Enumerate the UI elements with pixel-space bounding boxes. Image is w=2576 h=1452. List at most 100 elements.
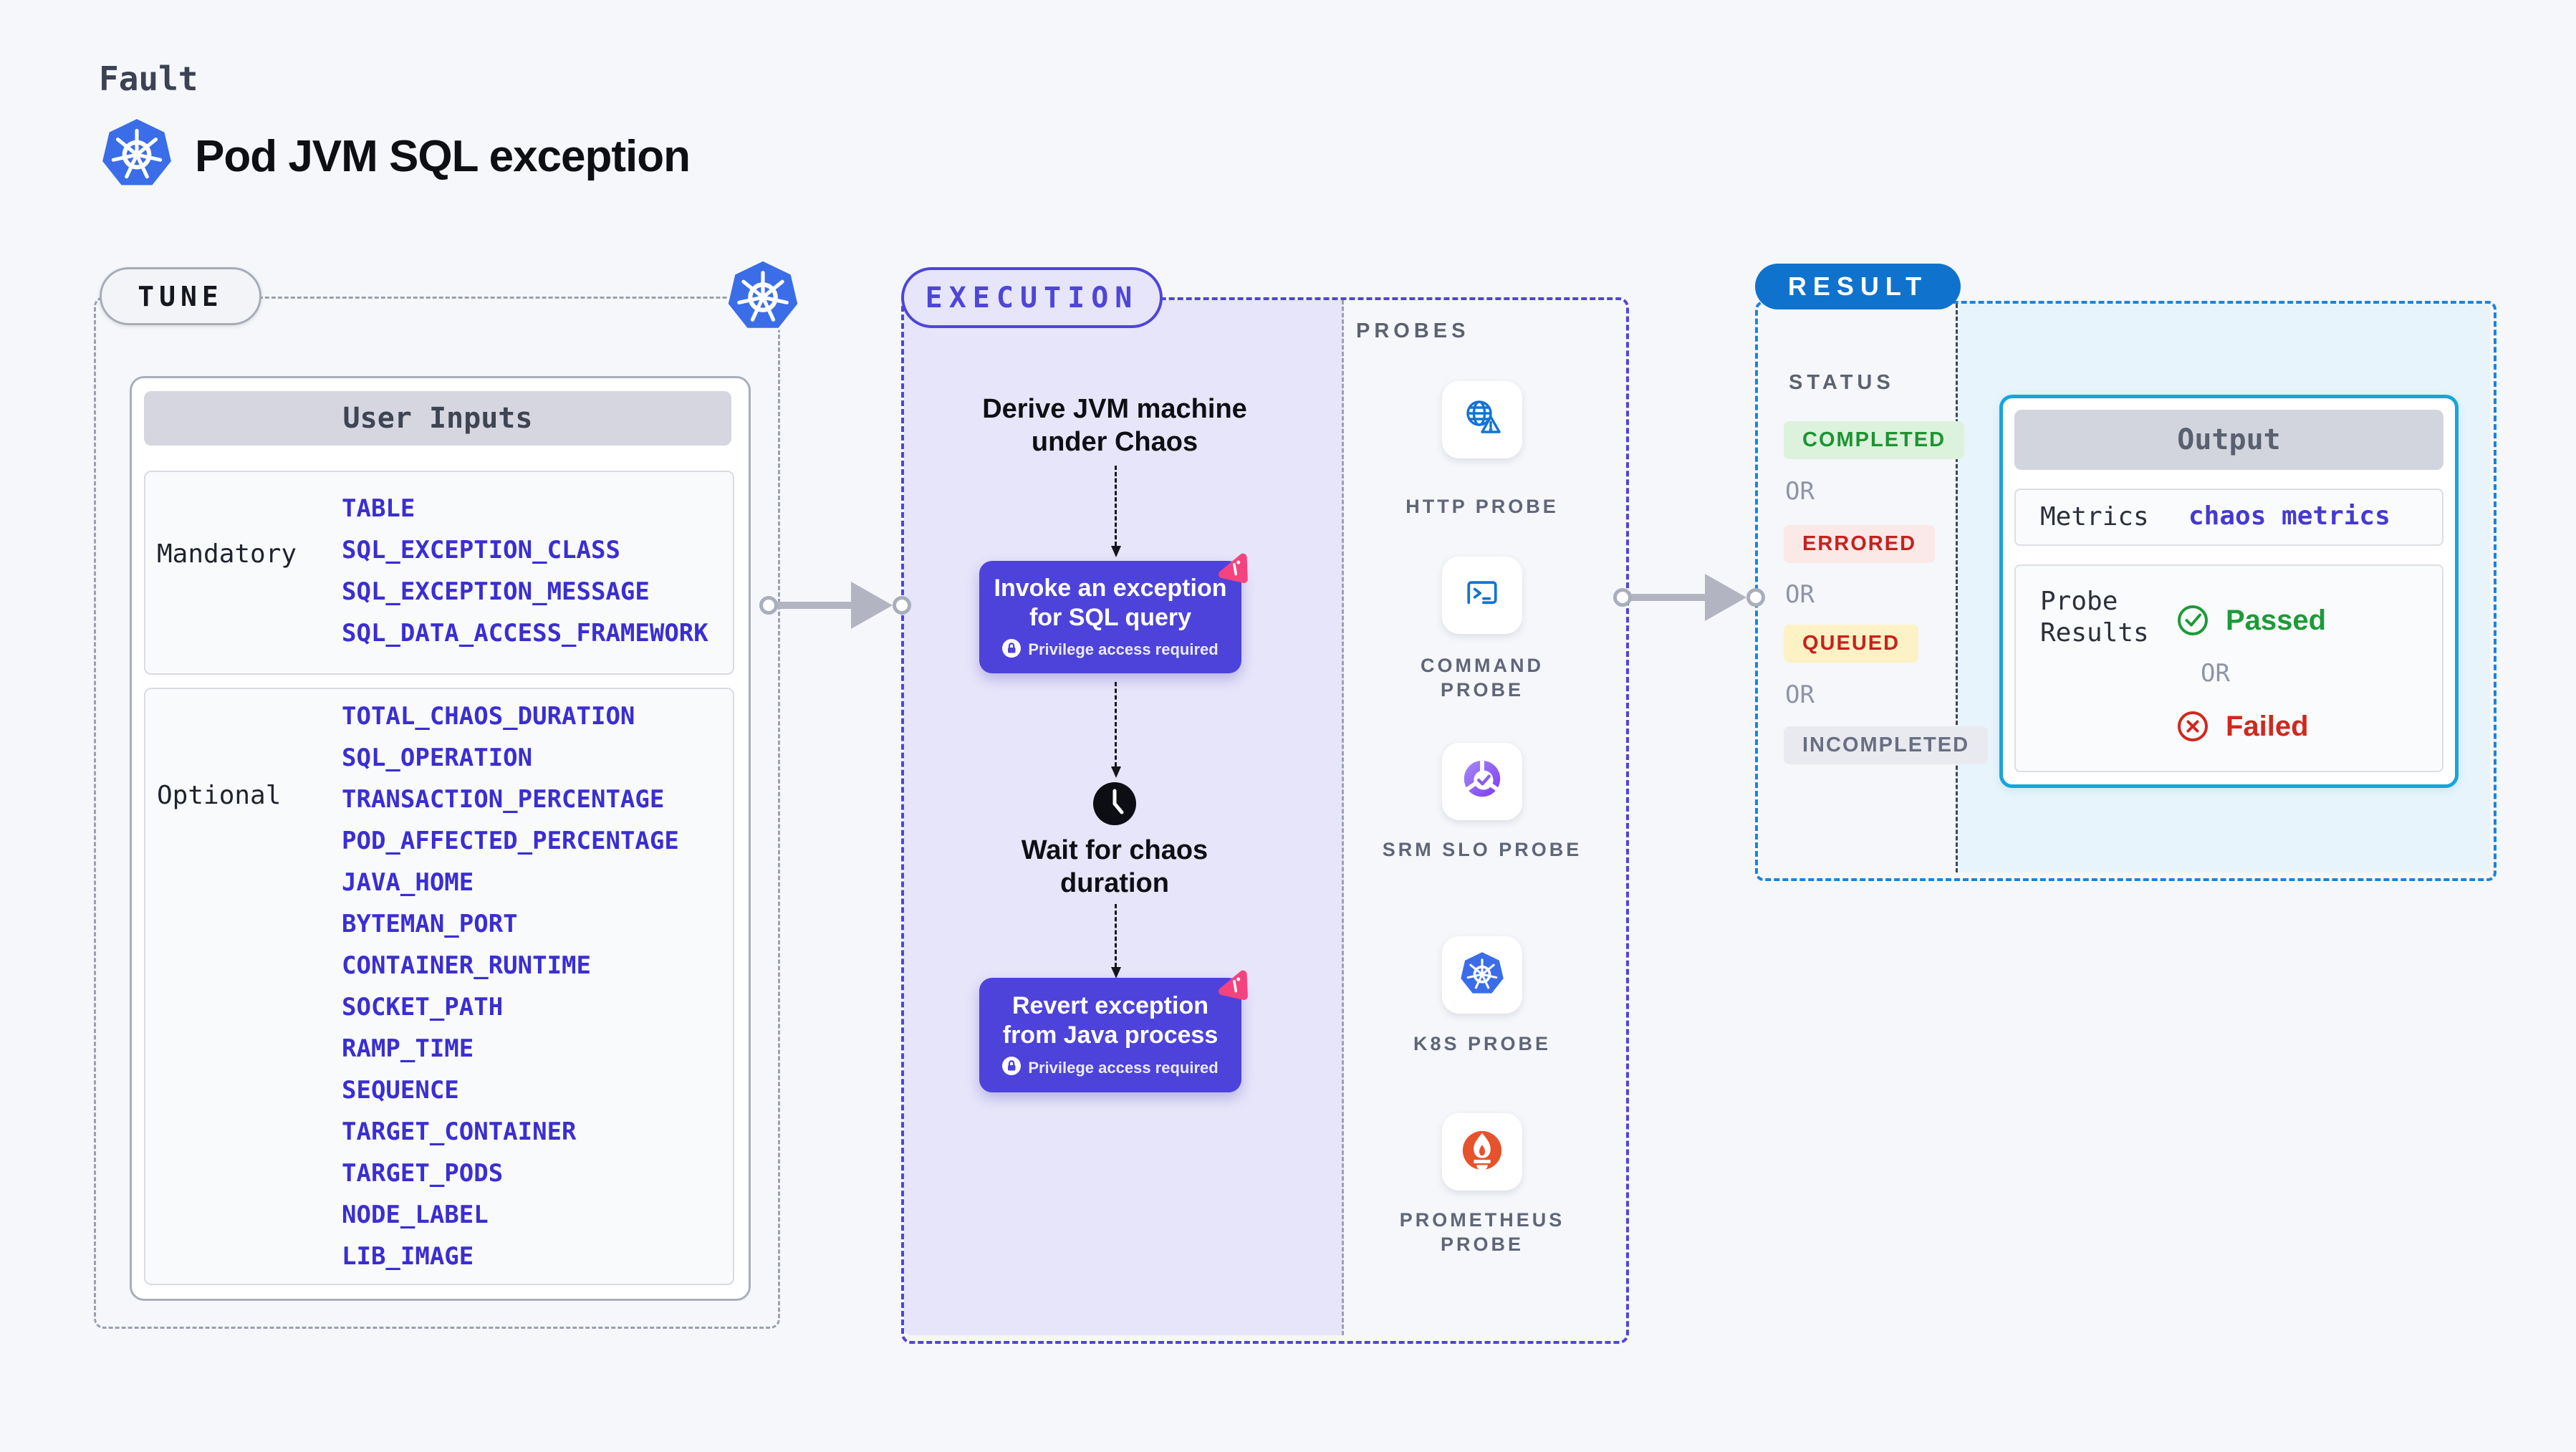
- arrow-head: [1705, 574, 1746, 621]
- flow-arrow-1: [1111, 466, 1121, 557]
- probes-title: PROBES: [1356, 319, 1470, 342]
- probe-label-k8s: K8S PROBE: [1413, 1033, 1552, 1054]
- input-item: CONTAINER_RUNTIME: [342, 951, 591, 980]
- execution-badge-label: EXECUTION: [925, 281, 1139, 314]
- input-item: TARGET_CONTAINER: [342, 1117, 577, 1146]
- arrow-shaft: [777, 602, 851, 609]
- prometheus-flame-icon: [1460, 1128, 1504, 1176]
- tune-badge: TUNE: [100, 267, 261, 325]
- probe-label-srm-slo: SRM SLO PROBE: [1382, 839, 1582, 860]
- arrow-end-dot: [893, 596, 911, 615]
- litmus-icon: [1214, 548, 1254, 590]
- arrow-start-dot: [1613, 588, 1632, 607]
- input-item: NODE_LABEL: [342, 1201, 489, 1229]
- status-badge-incompleted: INCOMPLETED: [1784, 726, 1989, 764]
- input-item: SQL_DATA_ACCESS_FRAMEWORK: [342, 619, 708, 648]
- mandatory-group: [144, 471, 734, 675]
- invoke-node-label: Invoke an exception for SQL query: [994, 574, 1227, 631]
- output-title: Output: [2177, 423, 2281, 456]
- status-badge-errored: ERRORED: [1784, 525, 1936, 563]
- globe-alert-icon: [1459, 395, 1505, 445]
- arrow-shaft: [1630, 594, 1705, 601]
- wait-step-label: Wait for chaos duration: [1021, 835, 1208, 898]
- probe-item-srm-slo: [1442, 743, 1522, 820]
- input-item: SQL_OPERATION: [342, 744, 533, 772]
- arrow-head: [851, 582, 893, 629]
- input-item: LIB_IMAGE: [342, 1242, 474, 1271]
- status-badge-queued: QUEUED: [1784, 625, 1919, 663]
- fault-category-label: Fault: [99, 59, 198, 98]
- derive-step-label: Derive JVM machine under Chaos: [982, 394, 1247, 457]
- result-badge-label: RESULT: [1787, 271, 1928, 301]
- execution-to-result-arrow: [1613, 572, 1765, 622]
- input-item: POD_AFFECTED_PERCENTAGE: [342, 827, 679, 855]
- input-item: SQL_EXCEPTION_CLASS: [342, 536, 620, 564]
- passed-label: Passed: [2226, 605, 2327, 636]
- revert-node: Revert exception from Java process Privi…: [979, 978, 1241, 1092]
- status-badge-completed: COMPLETED: [1784, 421, 1965, 459]
- input-item: JAVA_HOME: [342, 868, 474, 897]
- or-label: OR: [1785, 580, 1815, 609]
- metrics-value: chaos metrics: [2188, 501, 2390, 531]
- header-kubernetes-icon: [100, 117, 173, 190]
- litmus-icon: [1214, 965, 1254, 1007]
- arrow-end-dot: [1746, 588, 1765, 607]
- input-item: TABLE: [342, 494, 415, 523]
- failed-label: Failed: [2226, 711, 2309, 742]
- or-label: OR: [1785, 477, 1815, 506]
- clock-icon: [1092, 781, 1138, 827]
- tune-to-execution-arrow: [759, 580, 911, 630]
- input-item: TRANSACTION_PERCENTAGE: [342, 785, 665, 814]
- output-header: Output: [2014, 410, 2443, 470]
- tune-badge-label: TUNE: [138, 280, 224, 312]
- metrics-label: Metrics: [2040, 502, 2149, 532]
- probe-label-prometheus: PROMETHEUS PROBE: [1399, 1209, 1565, 1255]
- lock-icon: [1002, 1057, 1022, 1079]
- user-inputs-title: User Inputs: [342, 402, 533, 435]
- page-title: Pod JVM SQL exception: [195, 132, 691, 181]
- tune-kubernetes-icon: [726, 259, 800, 333]
- flow-arrow-2: [1111, 682, 1121, 778]
- input-item: SEQUENCE: [342, 1076, 459, 1105]
- probe-item-http: [1442, 381, 1522, 458]
- probe-item-command: [1442, 557, 1522, 634]
- optional-label: Optional: [157, 781, 282, 810]
- optional-group: [144, 688, 734, 1285]
- or-label: OR: [1785, 681, 1815, 709]
- execution-badge: EXECUTION: [901, 267, 1163, 328]
- mandatory-items: TABLE SQL_EXCEPTION_CLASS SQL_EXCEPTION_ME…: [342, 496, 708, 646]
- result-badge: RESULT: [1755, 264, 1961, 309]
- arrow-start-dot: [759, 596, 778, 615]
- probe-results-row: [2014, 564, 2443, 772]
- passed-icon: [2176, 604, 2209, 637]
- privilege-note: Privilege access required: [1028, 1058, 1219, 1077]
- input-item: TOTAL_CHAOS_DURATION: [342, 702, 635, 731]
- probe-item-prometheus: [1442, 1113, 1522, 1191]
- user-inputs-header: User Inputs: [144, 391, 731, 446]
- flow-arrow-3: [1111, 904, 1121, 979]
- input-item: TARGET_PODS: [342, 1159, 504, 1188]
- metrics-row: [2014, 489, 2443, 546]
- input-item: RAMP_TIME: [342, 1034, 474, 1063]
- execution-section: [901, 297, 1629, 1344]
- mandatory-label: Mandatory: [157, 539, 297, 569]
- revert-node-label: Revert exception from Java process: [1002, 992, 1219, 1049]
- terminal-icon: [1461, 572, 1504, 619]
- invoke-node: Invoke an exception for SQL query Privil…: [979, 561, 1241, 673]
- probe-label-command: COMMAND PROBE: [1421, 655, 1544, 701]
- privilege-note-row: Privilege access required: [1002, 1057, 1219, 1079]
- or-label: OR: [2201, 659, 2230, 688]
- privilege-note-row: Privilege access required: [1002, 638, 1219, 661]
- probe-results-label: Probe Results: [2040, 587, 2149, 648]
- input-item: SOCKET_PATH: [342, 993, 504, 1021]
- input-item: SQL_EXCEPTION_MESSAGE: [342, 577, 650, 606]
- probe-label-http: HTTP PROBE: [1405, 496, 1559, 517]
- status-label: STATUS: [1789, 371, 1895, 394]
- kubernetes-probe-icon: [1460, 951, 1504, 999]
- optional-items: TOTAL_CHAOS_DURATION SQL_OPERATION TRANSAC…: [342, 703, 679, 1269]
- slo-donut-icon: [1460, 758, 1504, 806]
- probe-item-k8s: [1442, 936, 1522, 1014]
- failed-icon: [2176, 710, 2209, 743]
- tune-section: [94, 297, 780, 1329]
